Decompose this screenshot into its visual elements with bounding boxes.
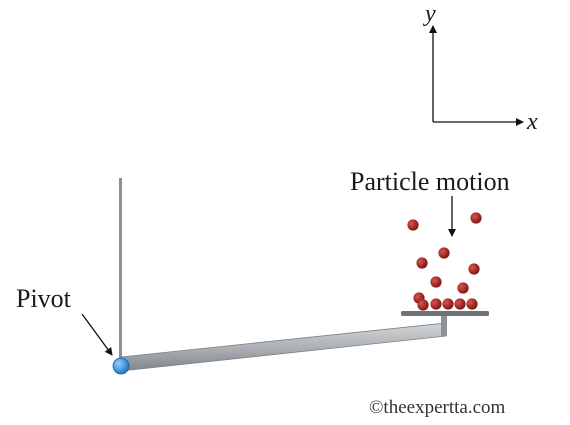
particle-motion-label: Particle motion — [350, 167, 510, 196]
particle — [470, 212, 482, 224]
lever-arm — [120, 322, 447, 372]
particle — [430, 298, 442, 310]
particle — [468, 263, 480, 275]
watermark: ©theexpertta.com — [369, 397, 506, 418]
particle — [466, 298, 478, 310]
x-axis-label: x — [526, 109, 538, 135]
particle — [430, 276, 442, 288]
particle — [407, 219, 419, 231]
coordinate-axes: y x — [423, 1, 538, 135]
particles — [407, 212, 482, 311]
pivot-label: Pivot — [16, 284, 72, 313]
particle-platform — [401, 311, 489, 316]
particle — [457, 282, 469, 294]
pivot-arrow — [81, 313, 113, 356]
y-axis-label: y — [423, 1, 436, 27]
particle — [417, 299, 429, 311]
particle — [416, 257, 428, 269]
particle — [438, 247, 450, 259]
particle — [454, 298, 466, 310]
vertical-post — [119, 178, 122, 368]
platform-stem — [441, 314, 447, 336]
pivot-ball — [112, 357, 130, 375]
particle — [442, 298, 454, 310]
